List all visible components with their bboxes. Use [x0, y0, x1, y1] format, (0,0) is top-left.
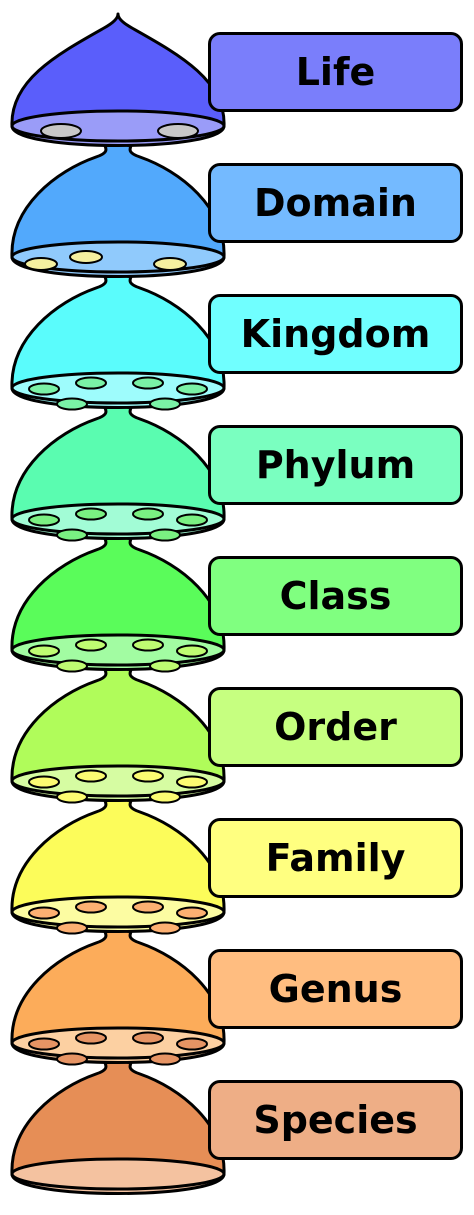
hole-7	[149, 397, 181, 411]
hole-2	[157, 123, 199, 139]
label-box-domain: Domain	[208, 163, 463, 243]
bell-body	[10, 793, 226, 914]
label-box-species: Species	[208, 1080, 463, 1160]
hole-4	[176, 382, 208, 396]
label-box-order: Order	[208, 687, 463, 767]
hole-7	[149, 528, 181, 542]
hole-1	[28, 906, 60, 920]
hole-4	[176, 644, 208, 658]
hole-5	[56, 921, 88, 935]
hole-1	[28, 775, 60, 789]
hole-4	[176, 906, 208, 920]
bell-body	[10, 400, 226, 521]
bell-body	[10, 269, 226, 390]
bell-base	[10, 1026, 226, 1060]
label-box-kingdom: Kingdom	[208, 294, 463, 374]
bell-body	[10, 1055, 226, 1176]
level-domain	[10, 138, 226, 278]
bell-base	[10, 764, 226, 798]
bell-body	[10, 12, 226, 128]
level-genus	[10, 924, 226, 1066]
hole-1	[28, 382, 60, 396]
level-class	[10, 531, 226, 673]
hole-5	[56, 659, 88, 673]
hole-2	[75, 769, 107, 783]
hole-5	[56, 1052, 88, 1066]
label-text: Order	[274, 705, 397, 749]
label-text: Phylum	[255, 443, 416, 487]
hole-4	[176, 1037, 208, 1051]
label-text: Life	[295, 50, 376, 94]
level-life	[10, 12, 226, 147]
hole-2	[69, 250, 103, 264]
bell-body	[10, 138, 226, 259]
bell-body	[10, 924, 226, 1045]
bell-base	[10, 371, 226, 405]
hole-2	[75, 900, 107, 914]
bell-base	[10, 1157, 226, 1191]
hole-4	[176, 775, 208, 789]
bell-body	[10, 662, 226, 783]
hole-1	[28, 513, 60, 527]
hole-3	[132, 507, 164, 521]
hole-7	[149, 1052, 181, 1066]
hole-2	[75, 638, 107, 652]
hole-1	[24, 257, 58, 271]
bell-base	[10, 895, 226, 929]
label-box-class: Class	[208, 556, 463, 636]
hole-5	[56, 790, 88, 804]
label-box-family: Family	[208, 818, 463, 898]
hole-2	[75, 376, 107, 390]
level-order	[10, 662, 226, 804]
label-text: Kingdom	[240, 312, 431, 356]
hole-4	[176, 513, 208, 527]
bell-base	[10, 502, 226, 536]
hole-7	[149, 659, 181, 673]
label-text: Species	[253, 1098, 418, 1142]
hole-7	[149, 921, 181, 935]
label-text: Class	[279, 574, 392, 618]
label-text: Domain	[254, 181, 417, 225]
label-box-genus: Genus	[208, 949, 463, 1029]
bell-body	[10, 531, 226, 652]
label-text: Genus	[268, 967, 403, 1011]
level-family	[10, 793, 226, 935]
hole-3	[132, 1031, 164, 1045]
hole-5	[56, 528, 88, 542]
hole-1	[28, 1037, 60, 1051]
hole-3	[153, 257, 187, 271]
level-species	[10, 1055, 226, 1195]
label-box-phylum: Phylum	[208, 425, 463, 505]
bell-base	[10, 633, 226, 667]
hole-1	[40, 123, 82, 139]
hole-1	[28, 644, 60, 658]
label-text: Family	[265, 836, 406, 880]
hole-2	[75, 1031, 107, 1045]
hole-7	[149, 790, 181, 804]
hole-2	[75, 507, 107, 521]
hole-3	[132, 769, 164, 783]
level-kingdom	[10, 269, 226, 411]
hole-3	[132, 376, 164, 390]
hole-3	[132, 900, 164, 914]
level-phylum	[10, 400, 226, 542]
label-box-life: Life	[208, 32, 463, 112]
hole-3	[132, 638, 164, 652]
hole-5	[56, 397, 88, 411]
